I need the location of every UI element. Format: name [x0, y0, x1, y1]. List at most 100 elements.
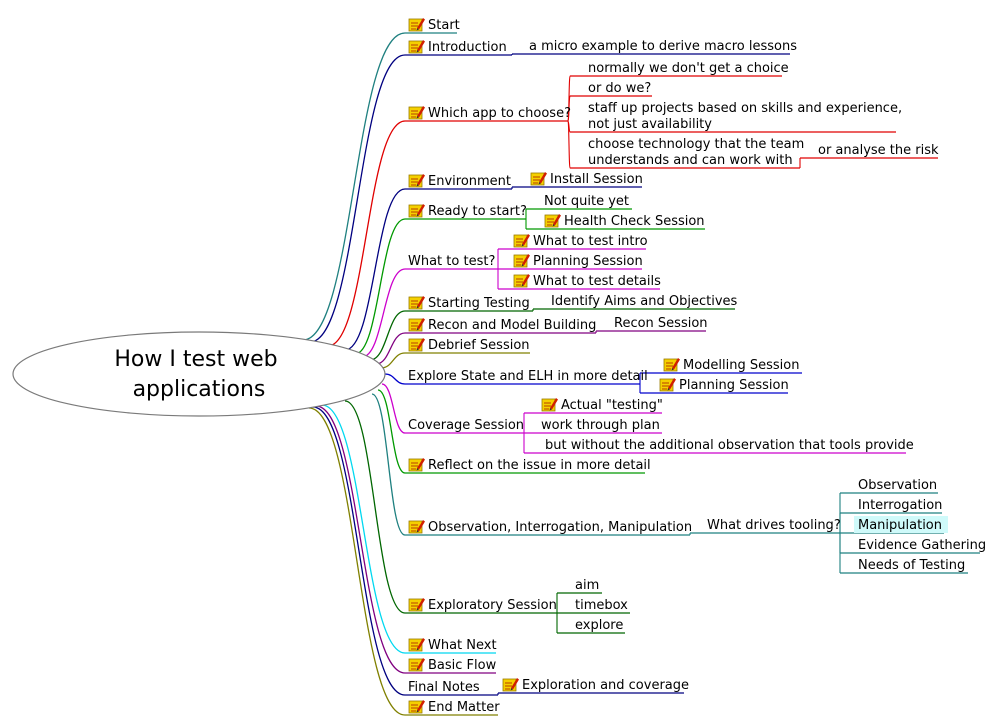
observation-topic[interactable]: Observation	[858, 478, 937, 493]
modelling-note-icon	[663, 357, 681, 372]
debrief-topic[interactable]: Debrief Session	[428, 338, 530, 353]
coverage-connector	[381, 383, 406, 434]
starting-testing-topic[interactable]: Starting Testing	[428, 296, 530, 311]
timebox-topic[interactable]: timebox	[575, 598, 628, 613]
not-quite-topic[interactable]: Not quite yet	[544, 194, 629, 209]
central-topic[interactable]: How I test web applications	[12, 331, 386, 417]
exploration-coverage-note-icon	[502, 677, 520, 692]
obs-int-man-note-icon	[408, 519, 426, 534]
final-notes-topic[interactable]: Final Notes	[408, 680, 480, 695]
start-connector	[302, 32, 406, 341]
exploratory-note-icon	[408, 597, 426, 612]
exploration-coverage-topic[interactable]: Exploration and coverage	[522, 678, 689, 693]
introduction-topic[interactable]: Introduction	[428, 40, 507, 55]
health-check-topic[interactable]: Health Check Session	[564, 214, 705, 229]
analyse-risk-topic[interactable]: or analyse the risk	[818, 143, 939, 158]
choose-tech-topic-line-2[interactable]: understands and can work with	[588, 153, 793, 168]
central-topic-line-2: applications	[133, 377, 266, 402]
reflect-connector	[377, 389, 406, 474]
debrief-connector	[380, 352, 406, 369]
staff-up-topic-line-2[interactable]: not just availability	[588, 117, 712, 132]
actual-testing-topic[interactable]: Actual "testing"	[561, 398, 663, 413]
topic-underlines	[405, 32, 980, 716]
basic-flow-note-icon	[408, 657, 426, 672]
start-note-icon	[408, 17, 426, 32]
modelling-topic[interactable]: Modelling Session	[683, 358, 799, 373]
without-obs-topic[interactable]: but without the additional observation t…	[545, 438, 914, 453]
obs-int-man-connector	[371, 393, 406, 536]
explore-state-topic[interactable]: Explore State and ELH in more detail	[408, 369, 648, 384]
staff-up-topic-line-1[interactable]: staff up projects based on skills and ex…	[588, 101, 902, 116]
recon-topic[interactable]: Recon and Model Building	[428, 318, 596, 333]
obs-int-man-topic[interactable]: Observation, Interrogation, Manipulation	[428, 520, 692, 535]
recon-note-icon	[408, 317, 426, 332]
basic-flow-topic[interactable]: Basic Flow	[428, 658, 497, 673]
planning-2-topic[interactable]: Planning Session	[679, 378, 789, 393]
or-do-we-topic[interactable]: or do we?	[588, 81, 651, 96]
planning-2-note-icon	[659, 377, 677, 392]
health-check-note-icon	[544, 213, 562, 228]
which-app-connector	[327, 120, 406, 347]
exploratory-topic[interactable]: Exploratory Session	[428, 598, 557, 613]
what-next-topic[interactable]: What Next	[428, 638, 497, 653]
explore-state-connector	[384, 373, 406, 385]
no-choice-topic[interactable]: normally we don't get a choice	[588, 61, 789, 76]
evidence-topic[interactable]: Evidence Gathering	[858, 538, 986, 553]
manipulation-topic[interactable]: Manipulation	[858, 518, 942, 533]
planning-1-topic[interactable]: Planning Session	[533, 254, 643, 269]
basic-flow-connector	[315, 405, 406, 674]
coverage-topic[interactable]: Coverage Session	[408, 418, 524, 433]
manipulation-highlight	[854, 516, 948, 533]
exploratory-connector	[344, 400, 406, 614]
wtt-intro-note-icon	[513, 233, 531, 248]
debrief-note-icon	[408, 337, 426, 352]
ready-topic[interactable]: Ready to start?	[428, 204, 527, 219]
final-notes-connector	[312, 406, 406, 696]
micro-topic[interactable]: a micro example to derive macro lessons	[529, 39, 797, 54]
what-next-note-icon	[408, 637, 426, 652]
ready-connector	[354, 218, 406, 355]
wtt-intro-topic[interactable]: What to test intro	[533, 234, 648, 249]
end-matter-topic[interactable]: End Matter	[428, 700, 500, 715]
install-session-note-icon	[530, 171, 548, 186]
what-next-connector	[321, 404, 406, 654]
what-to-test-topic[interactable]: What to test?	[408, 254, 495, 269]
choose-tech-connector	[567, 120, 571, 169]
actual-testing-note-icon	[541, 397, 559, 412]
topic-highlights	[854, 516, 948, 533]
drives-tooling-topic[interactable]: What drives tooling?	[707, 518, 841, 533]
or-do-we-connector	[567, 95, 571, 122]
reflect-topic[interactable]: Reflect on the issue in more detail	[428, 458, 651, 473]
environment-note-icon	[408, 173, 426, 188]
aim-topic[interactable]: aim	[575, 578, 599, 593]
explore-topic[interactable]: explore	[575, 618, 623, 633]
starting-testing-note-icon	[408, 295, 426, 310]
ready-note-icon	[408, 203, 426, 218]
recon-connector	[375, 332, 406, 365]
which-app-note-icon	[408, 105, 426, 120]
central-topic-bubble	[12, 331, 386, 417]
install-session-topic[interactable]: Install Session	[550, 172, 643, 187]
recon-session-topic[interactable]: Recon Session	[614, 316, 708, 331]
what-to-test-connector	[361, 268, 406, 358]
end-matter-connector	[308, 407, 406, 716]
which-app-topic[interactable]: Which app to choose?	[428, 106, 571, 121]
aims-topic[interactable]: Identify Aims and Objectives	[551, 294, 738, 309]
environment-topic[interactable]: Environment	[428, 174, 511, 189]
introduction-note-icon	[408, 39, 426, 54]
start-topic[interactable]: Start	[428, 18, 460, 33]
wtt-details-topic[interactable]: What to test details	[533, 274, 661, 289]
choose-tech-topic-line-1[interactable]: choose technology that the team	[588, 137, 804, 152]
introduction-connector	[309, 54, 406, 343]
starting-testing-connector	[369, 310, 406, 361]
work-through-topic[interactable]: work through plan	[541, 418, 660, 433]
interrogation-topic[interactable]: Interrogation	[858, 498, 942, 513]
wtt-details-note-icon	[513, 273, 531, 288]
central-topic-line-1: How I test web	[114, 347, 277, 372]
planning-1-note-icon	[513, 253, 531, 268]
environment-connector	[344, 188, 406, 351]
needs-topic[interactable]: Needs of Testing	[858, 558, 965, 573]
connectors	[302, 32, 841, 716]
